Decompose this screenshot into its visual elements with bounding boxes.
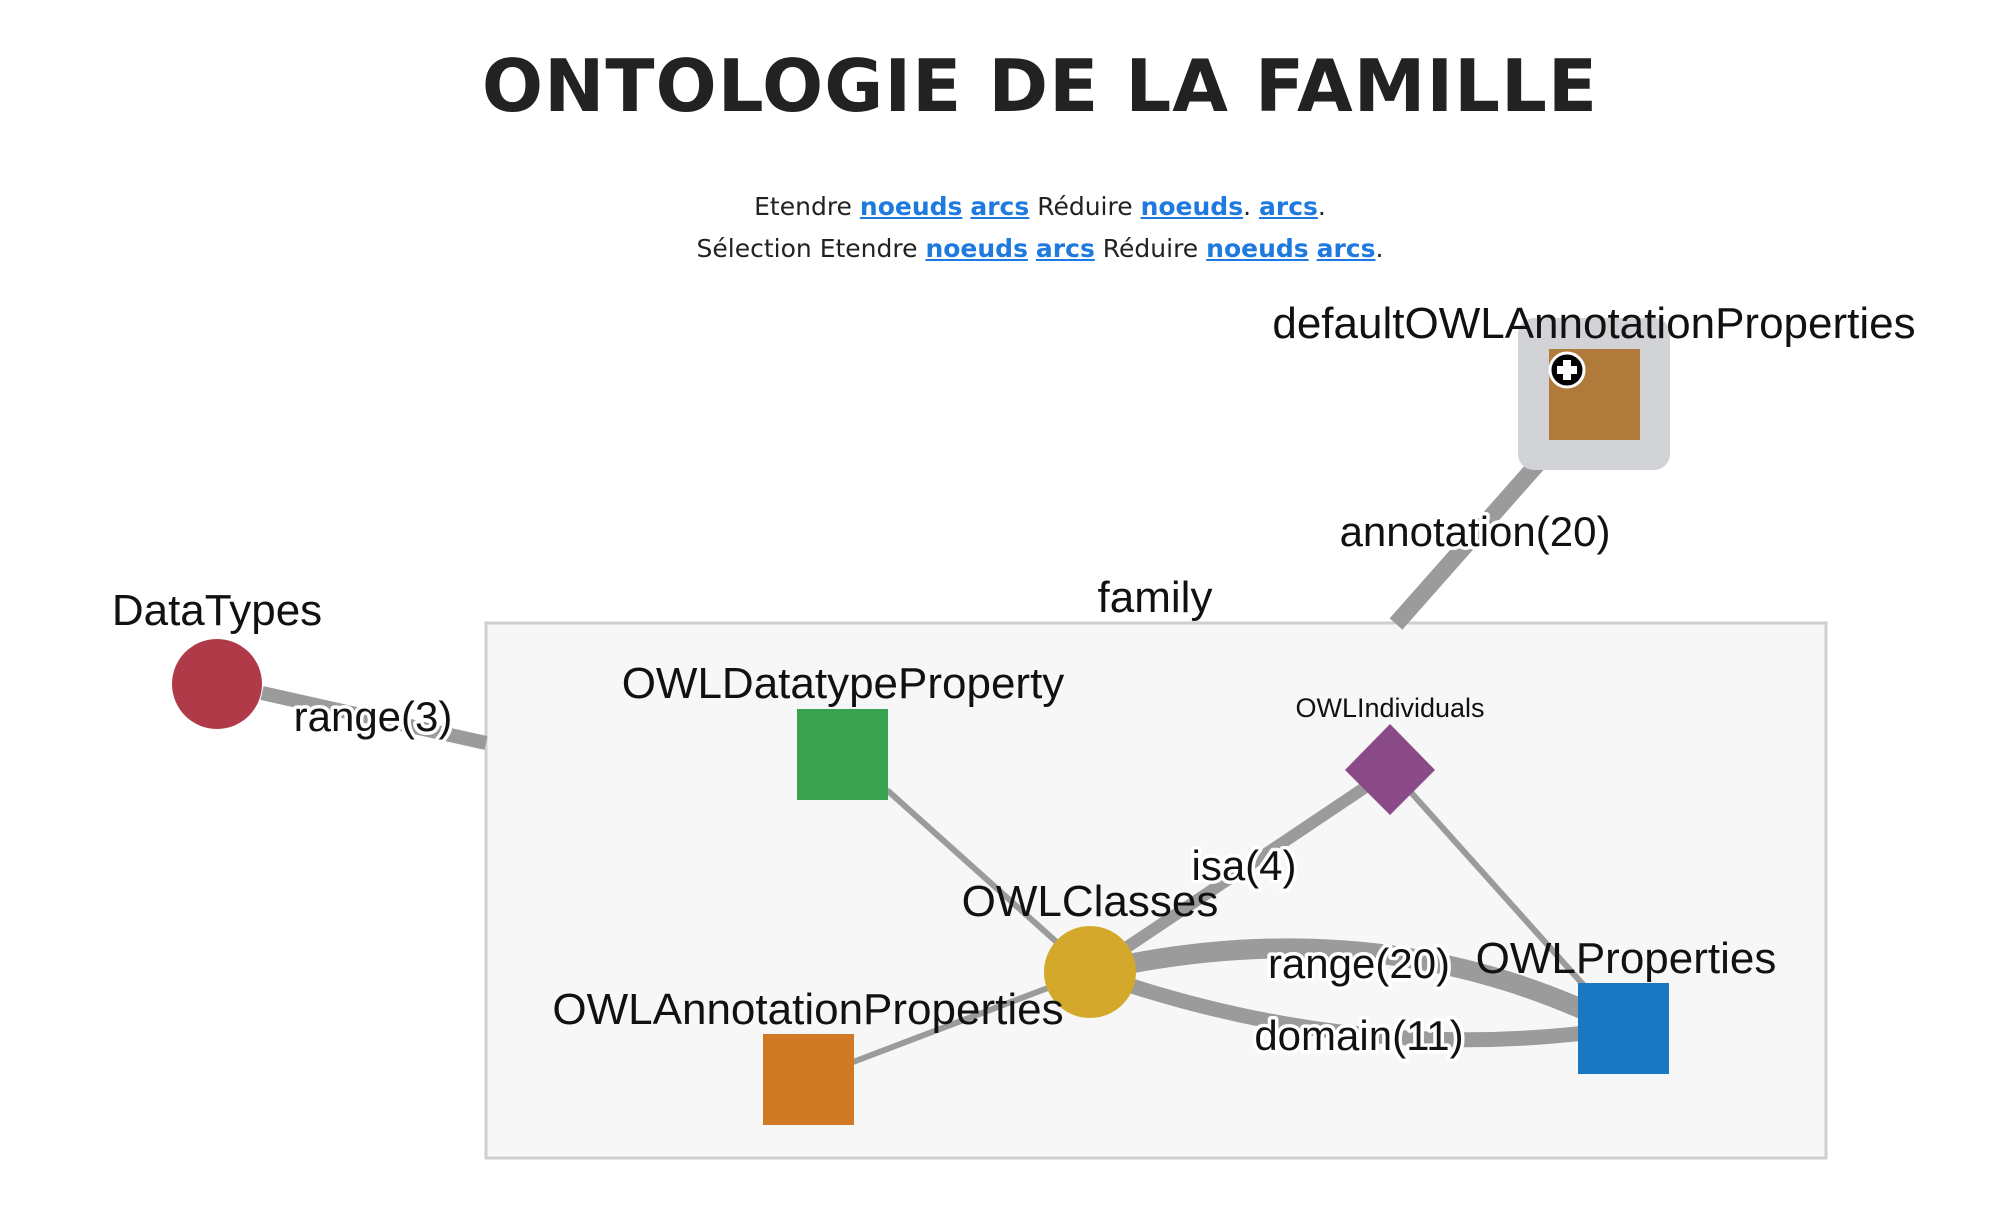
label-individuals: OWLIndividuals xyxy=(1295,693,1484,723)
edge-label-range-properties: range(20) xyxy=(1268,940,1450,987)
edge-range-properties[interactable] xyxy=(1087,938,1627,1037)
selection-expand-nodes-link[interactable]: noeuds xyxy=(925,234,1028,263)
label-datatype-property: OWLDatatypeProperty xyxy=(622,659,1065,708)
selection-collapse-label: Réduire xyxy=(1102,234,1199,263)
expand-label: Etendre xyxy=(754,192,852,221)
selection-end-dot: . xyxy=(1375,234,1384,263)
controls-line-1: Etendre noeuds arcs Réduire noeuds. arcs… xyxy=(0,192,2004,221)
edge-isa[interactable] xyxy=(1086,765,1395,977)
edge-label-annotation: annotation(20) xyxy=(1340,508,1611,555)
expand-plus-icon[interactable] xyxy=(1548,351,1586,389)
edge-domain[interactable] xyxy=(1087,964,1624,1048)
label-default-annotation-properties: defaultOWLAnnotationProperties xyxy=(1272,299,1915,348)
selection-expand-label: Sélection Etendre xyxy=(696,234,918,263)
page-title: ONTOLOGIE DE LA FAMILLE xyxy=(481,44,1599,128)
label-properties: OWLProperties xyxy=(1476,934,1777,983)
edge-label-domain: domain(11) xyxy=(1254,1012,1463,1059)
edge-range-datatypes[interactable] xyxy=(260,686,488,750)
selection-collapse-nodes-link[interactable]: noeuds xyxy=(1206,234,1309,263)
end-dot: . xyxy=(1317,192,1326,221)
expand-arcs-link[interactable]: arcs xyxy=(970,192,1030,221)
node-properties[interactable] xyxy=(1578,983,1669,1074)
selection-expand-arcs-link[interactable]: arcs xyxy=(1035,234,1095,263)
node-annotation-properties[interactable] xyxy=(763,1034,854,1125)
edge-label-isa: isa(4) xyxy=(1191,842,1296,889)
label-datatypes: DataTypes xyxy=(112,586,322,635)
node-datatypes[interactable] xyxy=(172,639,262,729)
label-annotation-properties: OWLAnnotationProperties xyxy=(552,985,1063,1034)
node-datatype-property[interactable] xyxy=(797,709,888,800)
family-group-label: family xyxy=(1098,573,1213,622)
node-individuals[interactable] xyxy=(1345,724,1435,815)
separator-dot: . xyxy=(1243,192,1252,221)
label-classes: OWLClasses xyxy=(962,877,1219,926)
controls-line-2: Sélection Etendre noeuds arcs Réduire no… xyxy=(0,234,2004,263)
collapse-nodes-link[interactable]: noeuds xyxy=(1140,192,1244,221)
selection-collapse-arcs-link[interactable]: arcs xyxy=(1316,234,1376,263)
collapse-label: Réduire xyxy=(1037,192,1133,221)
node-classes[interactable] xyxy=(1044,926,1136,1018)
node-default-annotation-properties[interactable] xyxy=(1518,318,1670,470)
edge-label-range-datatypes: range(3) xyxy=(294,693,453,740)
expand-nodes-link[interactable]: noeuds xyxy=(859,192,963,221)
edge-annotation[interactable] xyxy=(1389,437,1563,630)
collapse-arcs-link[interactable]: arcs xyxy=(1259,192,1318,221)
